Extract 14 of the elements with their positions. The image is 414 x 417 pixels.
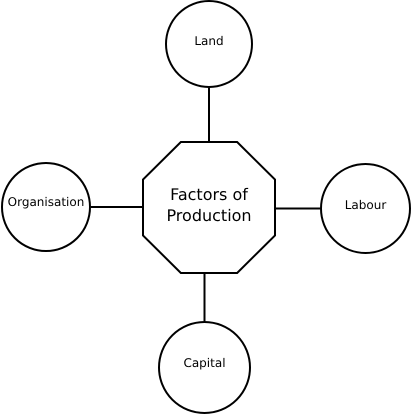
connector-line [276,208,320,210]
node-label: Land [194,34,224,50]
node-label: Labour [344,198,386,214]
center-octagon [142,141,276,274]
node-label: Capital [183,356,226,372]
node-label: Factors of Production [165,184,253,226]
connector-line [204,274,206,321]
node-label: Organisation [8,195,84,211]
connector-line [91,206,142,208]
factor-circle [1,162,91,252]
factor-circle [320,163,411,254]
factor-circle [165,0,253,88]
connector-line [208,88,210,141]
factor-circle [158,321,251,414]
